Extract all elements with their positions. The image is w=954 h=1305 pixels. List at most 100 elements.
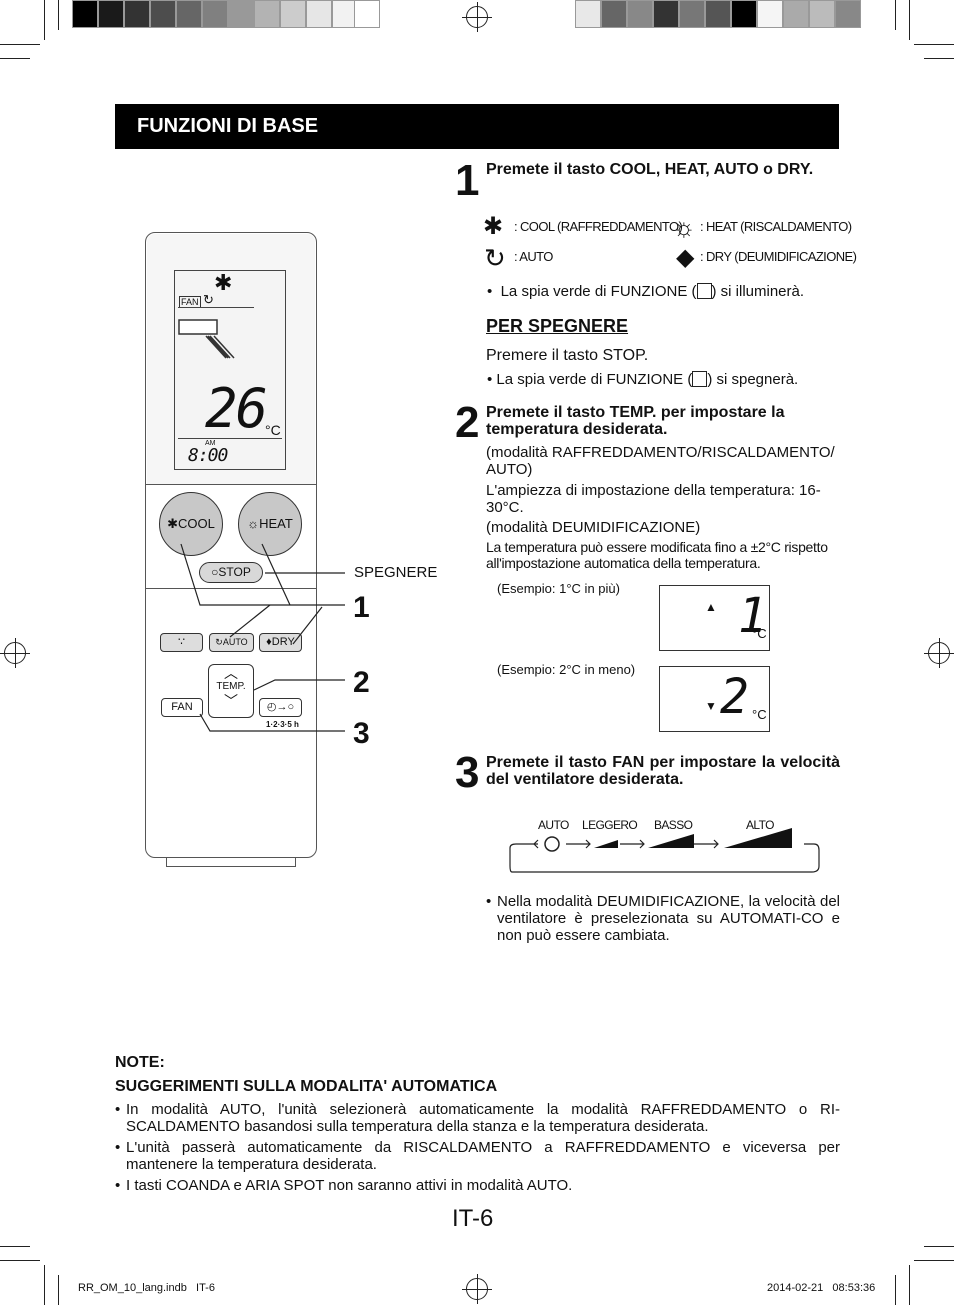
off-bullet: • La spia verde di FUNZIONE () si spegne… xyxy=(487,371,799,388)
off-bullet-pre: La spia verde di FUNZIONE ( xyxy=(496,371,693,388)
fan-speed-small-button[interactable]: ∵ xyxy=(160,633,203,652)
lcd-line xyxy=(178,307,254,308)
registration-mark-bottom xyxy=(462,1274,492,1304)
step-3-title: Premete il tasto FAN per impostare la ve… xyxy=(486,754,840,788)
step-2-p1: (modalità RAFFREDDAMENTO/RISCALDAMENTO/ … xyxy=(486,444,835,478)
auto-button[interactable]: ↻AUTO xyxy=(209,633,254,652)
step-3-number: 3 xyxy=(455,748,480,797)
lcd-am: AM xyxy=(205,440,216,447)
notes-subheading: SUGGERIMENTI SULLA MODALITA' AUTOMATICA xyxy=(115,1078,498,1095)
heat-mode-icon: ☼ xyxy=(672,212,696,242)
minus-value: 2 xyxy=(720,669,749,725)
note-item: •L'unità passerà automaticamente da RISC… xyxy=(115,1139,840,1173)
step-1-number: 1 xyxy=(455,156,480,205)
off-text: Premere il tasto STOP. xyxy=(486,347,649,364)
lcd-clock: 8:00 xyxy=(188,445,228,466)
bullet-post: ) si illuminerà. xyxy=(711,283,805,300)
section-header: FUNZIONI DI BASE xyxy=(115,104,839,149)
triangle-down-icon: ▼ xyxy=(705,699,717,713)
step-2-title: Premete il tasto TEMP. per impostare la … xyxy=(486,404,785,438)
timer-button[interactable]: ◴→○ xyxy=(259,698,302,717)
sun-icon: ☼ xyxy=(247,516,260,531)
callout-2: 2 xyxy=(353,666,370,699)
page-number: IT-6 xyxy=(452,1205,494,1232)
fan-speed-cycle-diagram xyxy=(509,828,820,873)
step-3-bullet: • Nella modalità DEUMIDIFICAZIONE, la vel… xyxy=(486,893,840,944)
callout-lines xyxy=(180,543,345,732)
remote-divider xyxy=(146,484,316,485)
fan-button[interactable]: FAN xyxy=(161,698,203,717)
fan-label: FAN xyxy=(171,701,193,713)
lcd-line xyxy=(178,438,282,439)
dots-icon: ∵ xyxy=(178,636,185,648)
heat-mode-label: : HEAT (RISCALDAMENTO) xyxy=(700,219,852,234)
lcd-temperature-unit: °C xyxy=(265,422,281,438)
step-2-p3: (modalità DEUMIDIFICAZIONE) xyxy=(486,519,701,536)
stop-button[interactable]: ○STOP xyxy=(199,562,263,583)
dry-label: DRY xyxy=(271,636,295,648)
example-plus-display: ▲ 1 °C xyxy=(659,585,770,651)
example-plus-label: (Esempio: 1°C in più) xyxy=(497,581,620,596)
lcd-airflow-icon xyxy=(178,319,235,359)
callout-spegnere: SPEGNERE xyxy=(354,564,438,581)
off-heading: PER SPEGNERE xyxy=(486,316,629,336)
auto-icon: ↻ xyxy=(215,637,223,647)
fan-light-label: LEGGERO xyxy=(582,818,638,832)
plus-value: 1 xyxy=(738,588,767,644)
step-3-bullet-text: Nella modalità DEUMIDIFICAZIONE, la velo… xyxy=(497,893,840,944)
auto-label: AUTO xyxy=(222,637,248,647)
stop-icon: ○ xyxy=(211,565,219,579)
bullet-pre: La spia verde di FUNZIONE ( xyxy=(500,283,697,300)
cool-mode-label: : COOL (RAFFREDDAMENTO) xyxy=(514,219,683,234)
fan-auto-label: AUTO xyxy=(538,818,569,832)
notes-list: •In modalità AUTO, l'unità selezionerà a… xyxy=(115,1101,840,1194)
fan-low-icon xyxy=(648,834,694,848)
registration-mark-left xyxy=(0,638,30,668)
off-bullet-post: ) si spegnerà. xyxy=(707,371,799,388)
cool-icon: ✱ xyxy=(167,516,179,531)
fan-auto-icon xyxy=(544,836,560,852)
registration-mark-top xyxy=(462,2,492,32)
cool-label: COOL xyxy=(178,516,215,531)
function-lamp-icon xyxy=(696,283,712,299)
chevron-down-icon: ﹀ xyxy=(224,693,238,709)
dry-mode-icon: ◆ xyxy=(676,244,695,271)
timer-hours-label: 1·2·3·5 h xyxy=(266,720,299,729)
auto-mode-label: : AUTO xyxy=(514,249,553,264)
plus-unit: °C xyxy=(752,626,767,641)
step-2-p2: L'ampiezza di impostazione della tempera… xyxy=(486,482,821,516)
fan-light-icon xyxy=(594,840,618,848)
lcd-temperature: 26 xyxy=(205,377,268,440)
heat-label: HEAT xyxy=(259,516,293,531)
step-1-title: Premete il tasto COOL, HEAT, AUTO o DRY. xyxy=(486,161,814,178)
notes-heading: NOTE: xyxy=(115,1054,165,1071)
lcd-snowflake-icon: ✱ xyxy=(214,270,233,295)
remote-lcd xyxy=(174,270,286,470)
remote-divider xyxy=(146,588,316,589)
drop-icon: ♦ xyxy=(266,636,272,648)
step-2-p4: La temperatura può essere modificata fin… xyxy=(486,539,828,571)
stop-label: STOP xyxy=(218,565,251,579)
dry-mode-label: : DRY (DEUMIDIFICAZIONE) xyxy=(700,249,857,264)
timer-icon: ◴→○ xyxy=(266,701,295,713)
remote-base xyxy=(166,857,296,867)
temp-button[interactable]: ︿ TEMP. ﹀ xyxy=(208,664,254,718)
function-lamp-icon xyxy=(692,371,708,387)
footer-date: 2014-02-21 08:53:36 xyxy=(767,1282,876,1294)
fan-high-icon xyxy=(724,828,792,848)
auto-mode-icon: ↻ xyxy=(484,243,506,273)
step-1-bullet: • La spia verde di FUNZIONE () si illumi… xyxy=(487,283,805,300)
dry-button[interactable]: ♦DRY xyxy=(259,633,302,652)
cool-button[interactable]: ✱COOL xyxy=(159,492,223,556)
footer-file: RR_OM_10_lang.indb IT-6 xyxy=(78,1282,215,1294)
note-item: •I tasti COANDA e ARIA SPOT non saranno … xyxy=(115,1177,573,1194)
heat-button[interactable]: ☼HEAT xyxy=(238,492,302,556)
example-minus-display: ▼ 2 °C xyxy=(659,666,770,732)
chevron-up-icon: ︿ xyxy=(224,665,238,681)
fan-high-label: ALTO xyxy=(746,818,774,832)
triangle-up-icon: ▲ xyxy=(705,600,717,614)
example-minus-label: (Esempio: 2°C in meno) xyxy=(497,662,636,677)
bullet-dot: • xyxy=(486,893,492,910)
temp-label: TEMP. xyxy=(216,681,246,692)
step-2-number: 2 xyxy=(455,398,480,447)
